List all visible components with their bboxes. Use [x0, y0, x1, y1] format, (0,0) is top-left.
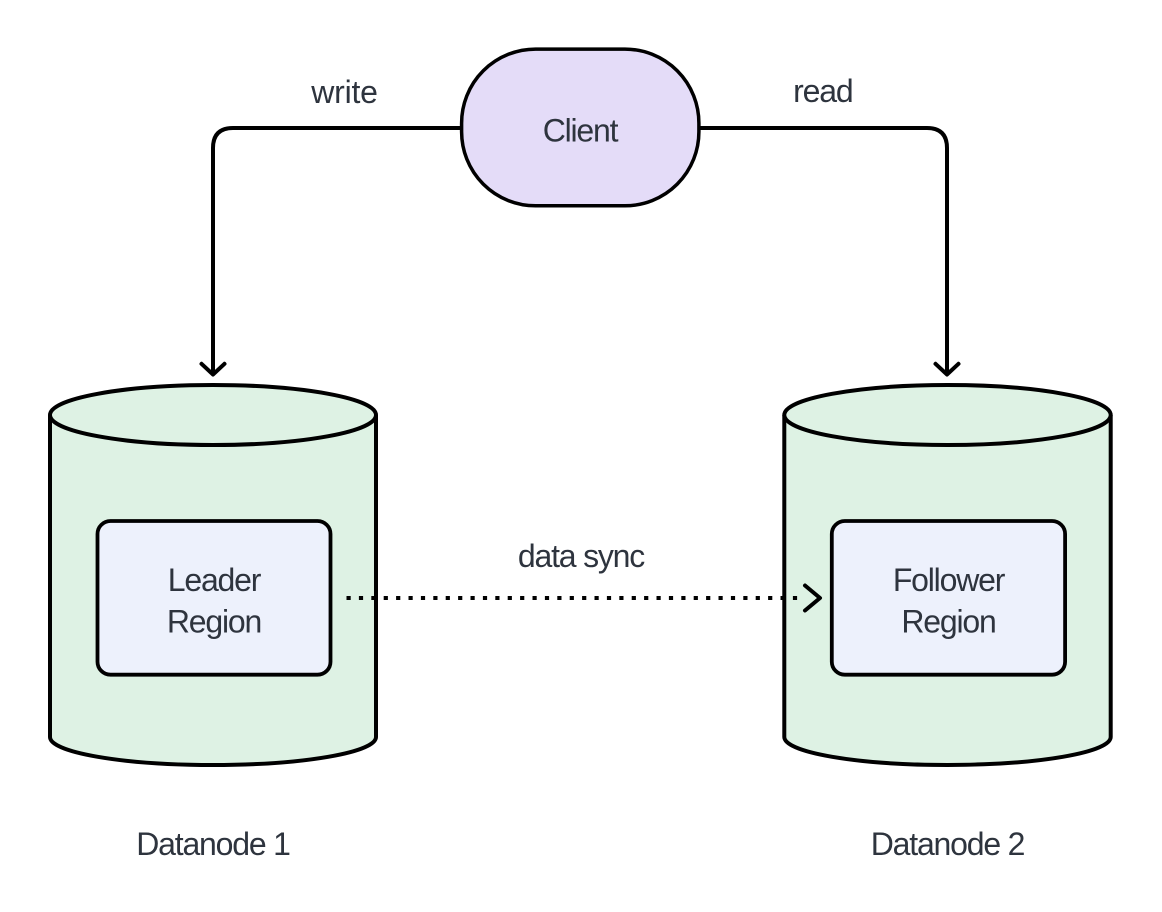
svg-text:read: read — [793, 73, 852, 109]
svg-text:Follower: Follower — [893, 562, 1006, 598]
svg-text:Region: Region — [901, 604, 995, 640]
svg-text:Leader: Leader — [168, 562, 262, 598]
svg-text:Region: Region — [167, 604, 261, 640]
svg-text:data sync: data sync — [518, 538, 645, 574]
svg-text:Datanode 1: Datanode 1 — [136, 826, 290, 862]
svg-text:write: write — [310, 74, 378, 110]
svg-text:Client: Client — [543, 112, 619, 148]
svg-text:Datanode 2: Datanode 2 — [871, 826, 1025, 862]
